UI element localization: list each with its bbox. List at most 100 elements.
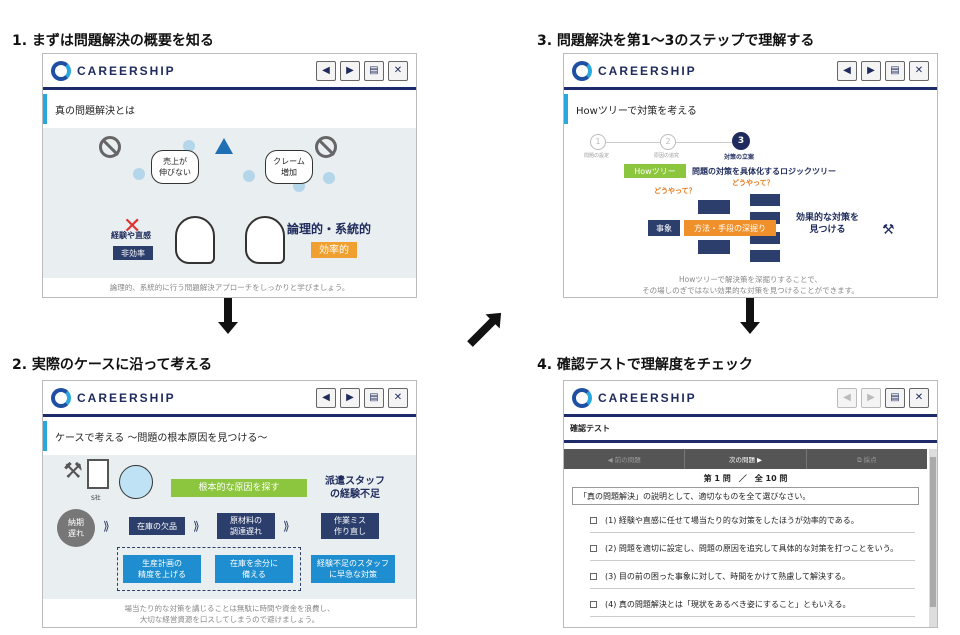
step4-title: 4. 確認テストで理解度をチェック [537,357,753,373]
question-counter: 第 1 問 ／ 全 10 問 [703,474,788,483]
slide-caption: Howツリーで解決策を深掘りすることで、 その場しのぎではない効果的な対策を見つ… [642,275,859,295]
decor-dot [323,172,335,184]
prev-slide-button[interactable]: ◀ [316,387,336,408]
early-action-box: 経験不足のスタッフ に早急な対策 [311,555,395,583]
logo-text: CAREERSHIP [77,390,176,405]
company-label: S社 [91,495,101,502]
next-slide-button[interactable]: ▶ [340,387,360,408]
logo-icon [51,387,71,408]
app-header: CAREERSHIP ◀ ▶ ▤ ✕ [43,381,416,417]
stock-extra-box: 在庫を余分に 備える [215,555,293,583]
next-slide-button[interactable]: ▶ [340,60,360,81]
shovel-icon: ⚒ [882,222,895,238]
close-button[interactable]: ✕ [388,60,408,81]
answer-option[interactable]: (2) 問題を適切に設定し、問題の原因を追究して具体的な対策を打つことをいう。 [590,543,915,561]
answer-option[interactable]: (4) 真の問題解決とは「現状をあるべき姿にすること」ともいえる。 [590,599,915,617]
checkbox[interactable] [590,573,597,580]
building-icon [87,459,109,489]
head-bulb-icon [175,216,215,264]
late-delivery-badge: 納期 遅れ [57,509,95,547]
step1-title: 1. まずは問題解決の概要を知る [12,33,214,49]
dashed-group [117,547,301,591]
prev-slide-button[interactable]: ◀ [837,387,857,408]
panel-step1: CAREERSHIP ◀ ▶ ▤ ✕ 真の問題解決とは 売上が 伸びない クレー… [42,53,417,298]
inefficient-label: 非効率 [113,246,153,260]
efficient-label: 効率的 [311,242,357,258]
scrollbar-thumb[interactable] [930,457,936,607]
notes-button[interactable]: ▤ [364,60,384,81]
notes-button[interactable]: ▤ [364,387,384,408]
prev-question-button[interactable]: ◀ 前の問題 [564,449,686,469]
how-question-1: どうやって？ [654,187,696,195]
logo-text: CAREERSHIP [598,390,697,405]
deepen-arrow: 方法・手段の深掘り [684,220,776,236]
effective-label: 効果的な対策を 見つける [796,213,860,235]
event-box: 事象 [648,220,680,236]
work-mistake-box: 作業ミス 作り直し [321,513,379,539]
chevron-icon: ⟫ [103,519,110,533]
plan-accuracy-box: 生産計画の 精度を上げる [123,555,201,583]
step1-circle: 1 [590,134,606,150]
tree-node [750,194,780,206]
prohibited-icon [315,136,337,158]
decor-dot [133,168,145,180]
slide-illustration: 1 問題の設定 2 原因の追究 3 対策の立案 Howツリー 問題の対策を具体化… [564,128,937,268]
logo-icon [51,60,71,81]
prohibited-icon [99,136,121,158]
answer-option[interactable]: (1) 経験や直感に任せて場当たり的な対策をしたほうが効率的である。 [590,515,915,533]
how-question-2: どうやって？ [732,179,774,187]
scrollbar[interactable] [929,449,937,627]
close-button[interactable]: ✕ [388,387,408,408]
how-tree-label: Howツリー [624,164,686,178]
cross-icon: ✕ [123,214,142,239]
next-slide-button[interactable]: ▶ [861,60,881,81]
prev-slide-button[interactable]: ◀ [837,60,857,81]
tree-node [750,250,780,262]
checkbox[interactable] [590,545,597,552]
root-cause-arrow: 根本的な原因を探す [171,479,307,497]
bubble-complaint: クレーム 増加 [265,150,313,184]
panel-step4: CAREERSHIP ◀ ▶ ▤ ✕ 確認テスト ◀ 前の問題 次の問題 ▶ ⧉… [563,380,938,628]
logo-icon [572,60,592,81]
logo: CAREERSHIP [51,387,176,408]
option-text: (1) 経験や直感に任せて場当たり的な対策をしたほうが効率的である。 [605,516,859,525]
step2-label: 原因の追究 [654,153,680,159]
checkbox[interactable] [590,601,597,608]
close-button[interactable]: ✕ [909,387,929,408]
checkbox[interactable] [590,517,597,524]
question-nav: ◀ 前の問題 次の問題 ▶ ⧉ 採点 [564,449,927,469]
logo-text: CAREERSHIP [77,63,176,78]
logo-text: CAREERSHIP [598,63,697,78]
next-question-button[interactable]: 次の問題 ▶ [685,449,807,469]
logo: CAREERSHIP [572,60,697,81]
option-text: (2) 問題を適切に設定し、問題の原因を追究して具体的な対策を打つことをいう。 [605,544,899,553]
test-title: 確認テスト [564,417,937,443]
step3-label: 対策の立案 [724,154,755,161]
app-header: CAREERSHIP ◀ ▶ ▤ ✕ [564,54,937,90]
bubble-sales: 売上が 伸びない [151,150,199,184]
logo-icon [572,387,592,408]
prev-slide-button[interactable]: ◀ [316,60,336,81]
slide-illustration: 売上が 伸びない クレーム 増加 経験や直感 ✕ 非効率 論理的・系統的 効率的 [43,128,416,278]
stockout-box: 在庫の欠品 [129,517,185,535]
warning-icon [215,138,233,154]
answer-option[interactable]: (3) 目の前の困った事象に対して、時間をかけて熟慮して解決する。 [590,571,915,589]
panel-step2: CAREERSHIP ◀ ▶ ▤ ✕ ケースで考える ～問題の根本原因を見つける… [42,380,417,628]
close-button[interactable]: ✕ [909,60,929,81]
notes-button[interactable]: ▤ [885,387,905,408]
app-header: CAREERSHIP ◀ ▶ ▤ ✕ [564,381,937,417]
logo: CAREERSHIP [51,60,176,81]
arrow-down-1 [218,298,238,334]
next-slide-button[interactable]: ▶ [861,387,881,408]
slide-title: 真の問題解決とは [43,94,416,124]
slide-illustration: ⚒ S社 根本的な原因を探す 派遣スタッフ の経験不足 納期 遅れ ⟫ 在庫の欠… [43,455,416,599]
step3-circle: 3 [732,132,750,150]
option-text: (4) 真の問題解決とは「現状をあるべき姿にすること」ともいえる。 [605,600,851,609]
tools-icon: ⚒ [63,459,83,484]
tree-node [698,240,730,254]
material-delay-box: 原材料の 調達遅れ [217,513,275,539]
notes-button[interactable]: ▤ [885,60,905,81]
step1-label: 問題の設定 [584,153,610,159]
grade-button[interactable]: ⧉ 採点 [856,455,877,464]
app-header: CAREERSHIP ◀ ▶ ▤ ✕ [43,54,416,90]
